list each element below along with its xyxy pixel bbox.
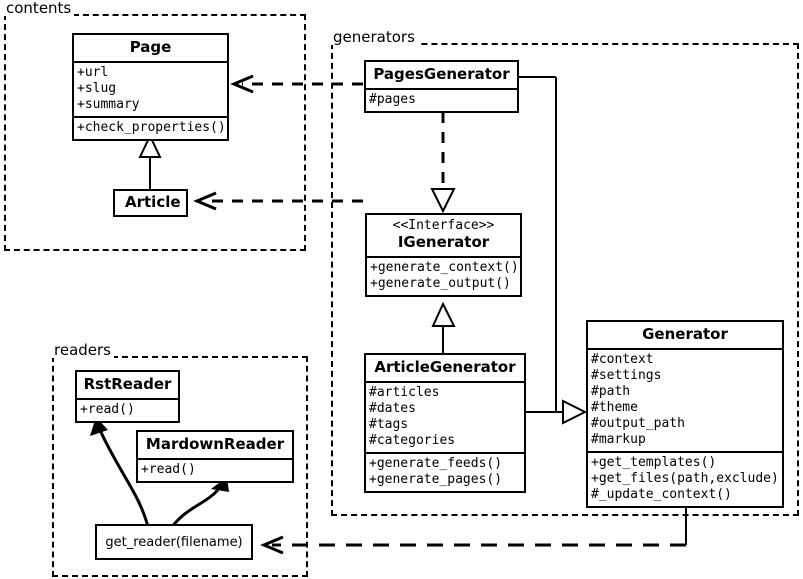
class-page-method: +check_properties() (77, 120, 226, 135)
class-article-generator-methods: +generate_feeds() +generate_pages() (366, 452, 524, 491)
class-pages-generator-attribute: #pages (369, 92, 416, 107)
class-article-generator-attributes: #articles #dates #tags #categories (366, 381, 524, 452)
class-page-title: Page (129, 38, 172, 56)
class-generator-method: #_update_context() (591, 487, 732, 502)
class-generator-attributes: #context #settings #path #theme #output_… (588, 348, 782, 451)
class-pages-generator-title: PagesGenerator (373, 65, 510, 83)
class-mardown-reader-method: +read() (141, 462, 196, 477)
class-pages-generator[interactable]: PagesGenerator #pages (364, 60, 519, 113)
edge-articlegenerator-depends-article (193, 191, 363, 211)
class-igenerator-title: IGenerator (397, 233, 490, 251)
class-generator-attribute: #markup (591, 432, 646, 447)
edge-pagesgenerator-realizes-igenerator (430, 112, 456, 214)
class-page[interactable]: Page +url +slug +summary +check_properti… (72, 33, 229, 141)
class-generator-attribute: #settings (591, 368, 662, 383)
class-article-generator-method: +generate_pages() (369, 472, 503, 487)
class-article-title: Article (125, 193, 181, 211)
class-article[interactable]: Article (113, 189, 188, 217)
class-generator-methods: +get_templates() +get_files(path,exclude… (588, 451, 782, 506)
package-generators-label: generators (331, 29, 418, 45)
class-igenerator-methods: +generate_context() +generate_output() (367, 256, 520, 295)
class-page-attribute: +slug (77, 81, 117, 96)
package-generators (331, 43, 799, 516)
class-pages-generator-attributes: #pages (366, 88, 517, 111)
edge-generators-inherit-generator (519, 76, 588, 425)
class-mardown-reader[interactable]: MardownReader +read() (136, 430, 294, 483)
class-article-generator-attribute: #dates (369, 401, 416, 416)
function-get-reader[interactable]: get_reader(filename) (95, 524, 253, 560)
package-contents (4, 14, 306, 251)
class-igenerator-stereotype: <<Interface>> (392, 218, 495, 233)
class-article-generator-attribute: #articles (369, 385, 440, 400)
class-generator-method: +get_files(path,exclude) (591, 471, 779, 486)
class-generator-attribute: #path (591, 384, 631, 399)
package-contents-label: contents (4, 0, 75, 16)
package-readers-label: readers (52, 342, 114, 358)
class-article-generator-title: ArticleGenerator (374, 358, 516, 376)
class-generator-attribute: #output_path (591, 416, 685, 431)
edge-pagesgenerator-depends-page (230, 74, 363, 94)
class-generator-title: Generator (642, 325, 728, 343)
class-rst-reader-methods: +read() (77, 398, 178, 421)
class-page-attributes: +url +slug +summary (74, 61, 227, 116)
class-page-attribute: +summary (77, 97, 140, 112)
class-article-generator-attribute: #tags (369, 417, 409, 432)
class-igenerator-method: +generate_context() (370, 260, 519, 275)
class-article-generator-attribute: #categories (369, 433, 456, 448)
class-rst-reader-method: +read() (80, 402, 135, 417)
class-generator-attribute: #context (591, 352, 654, 367)
class-page-methods: +check_properties() (74, 116, 227, 139)
class-rst-reader[interactable]: RstReader +read() (75, 370, 180, 423)
package-readers (52, 356, 308, 577)
class-generator[interactable]: Generator #context #settings #path #them… (586, 320, 784, 508)
class-igenerator[interactable]: <<Interface>> IGenerator +generate_conte… (365, 213, 522, 297)
class-rst-reader-title: RstReader (83, 375, 172, 393)
class-generator-attribute: #theme (591, 400, 638, 415)
class-page-attribute: +url (77, 65, 109, 80)
edge-generator-depends-get-reader (260, 503, 687, 555)
class-igenerator-method: +generate_output() (370, 276, 511, 291)
edge-article-inherits-page (138, 133, 162, 190)
function-get-reader-label: get_reader(filename) (105, 534, 243, 550)
class-article-generator[interactable]: ArticleGenerator #articles #dates #tags … (364, 353, 526, 493)
edge-articlegenerator-inherits-igenerator (431, 301, 456, 355)
class-generator-method: +get_templates() (591, 455, 717, 470)
class-mardown-reader-title: MardownReader (145, 435, 285, 453)
class-mardown-reader-methods: +read() (138, 458, 292, 481)
class-article-generator-method: +generate_feeds() (369, 456, 503, 471)
